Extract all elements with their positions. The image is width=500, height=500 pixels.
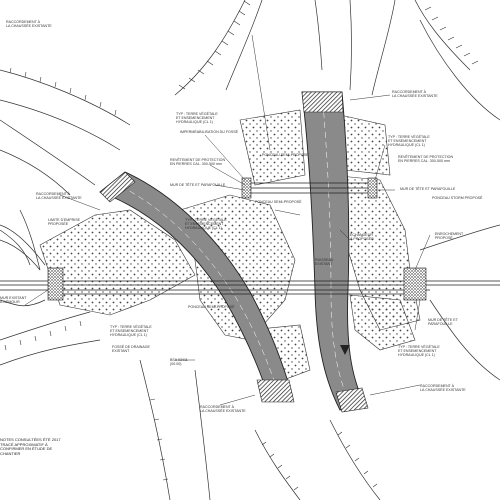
embankment-areas — [39, 109, 421, 386]
left-road-deck — [99, 171, 295, 403]
left-channel — [0, 224, 46, 307]
slope-ticks — [4, 0, 479, 491]
leader-lines — [24, 34, 431, 406]
head-walls — [47, 177, 427, 301]
right-road-deck — [301, 91, 369, 413]
drawing-note: NOTES CONSULTÉES ÉTÉ 2017 TRACÉ APPROXIM… — [0, 437, 61, 456]
